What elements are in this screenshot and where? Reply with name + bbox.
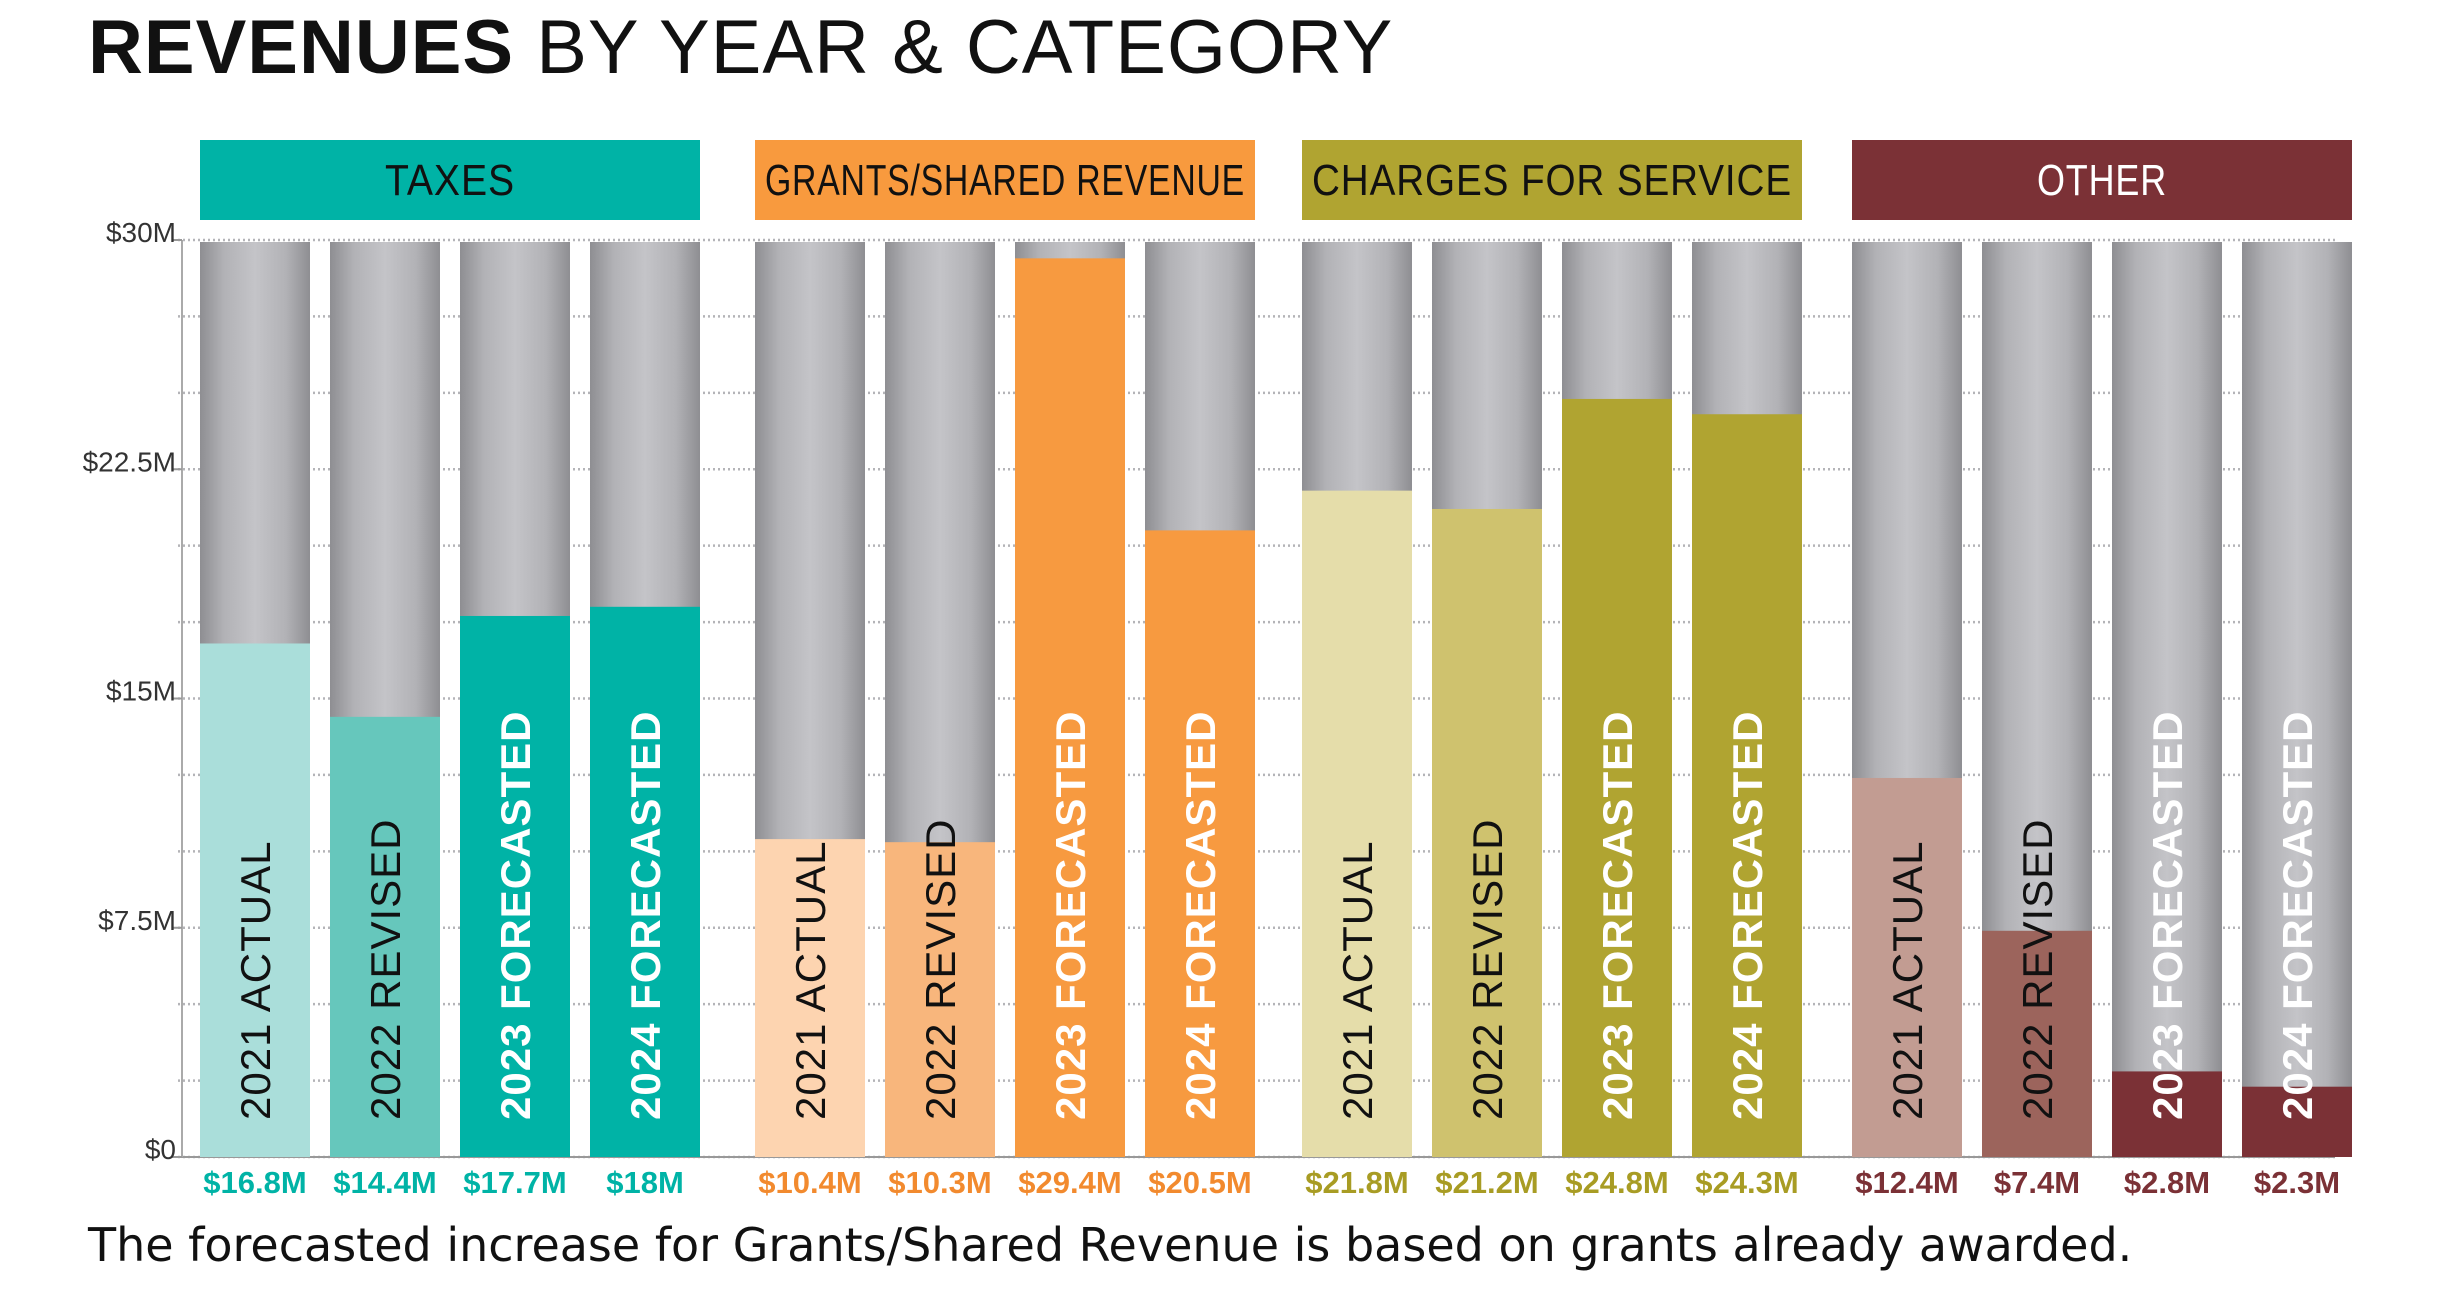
- bar-label: 2021 ACTUAL: [1334, 841, 1381, 1121]
- category-header: [1852, 140, 2352, 220]
- category-header: [200, 140, 700, 220]
- footnote: The forecasted increase for Grants/Share…: [88, 1218, 2133, 1272]
- bar-value-label: $2.3M: [2254, 1165, 2340, 1200]
- bar-label: 2022 REVISED: [2014, 819, 2061, 1121]
- bar: [2112, 1071, 2222, 1157]
- bar-value-label: $10.3M: [888, 1165, 991, 1200]
- bar-value-label: $21.2M: [1435, 1165, 1538, 1200]
- category-header-label: OTHER: [2037, 156, 2167, 205]
- y-tick-label: $15M: [106, 676, 176, 707]
- bar: [1562, 398, 1672, 1157]
- bar: [1145, 530, 1255, 1157]
- bar-label: 2024 FORECASTED: [1177, 711, 1224, 1120]
- category-headers: TAXES GRANTS/SHARED REVENUE CHARGES FOR SE…: [200, 140, 2352, 220]
- bar-track: [2242, 242, 2352, 1157]
- category-header-label: CHARGES FOR SERVICE: [1312, 156, 1792, 205]
- bars: 2021 ACTUAL 2022 REVISED 2023 FORECASTED 20…: [200, 242, 2352, 1158]
- bar: [755, 839, 865, 1157]
- bar-value-label: $18M: [606, 1165, 684, 1200]
- category-header: [755, 140, 1255, 220]
- bar-label: 2021 ACTUAL: [232, 841, 279, 1121]
- bar-value-label: $7.4M: [1994, 1165, 2080, 1200]
- bar-label: 2022 REVISED: [917, 819, 964, 1121]
- bar-value-label: $2.8M: [2124, 1165, 2210, 1200]
- y-tick-label: $22.5M: [83, 446, 176, 477]
- bar-value-label: $14.4M: [333, 1165, 436, 1200]
- bar-label: 2024 FORECASTED: [2274, 711, 2321, 1120]
- bar-value-label: $24.3M: [1695, 1165, 1798, 1200]
- bar: [1852, 777, 1962, 1157]
- value-labels: $16.8M $14.4M $17.7M $18M $10.4M $10.3M $29.4M…: [203, 1165, 2340, 1200]
- bar-label: 2022 REVISED: [1464, 819, 1511, 1121]
- bar: [2242, 1086, 2352, 1157]
- bar: [1432, 508, 1542, 1157]
- bar-label: 2021 ACTUAL: [1884, 841, 1931, 1121]
- bar: [200, 643, 310, 1157]
- bar-label: 2021 ACTUAL: [787, 841, 834, 1121]
- bar-label: 2024 FORECASTED: [1724, 711, 1771, 1120]
- bar-value-label: $24.8M: [1565, 1165, 1668, 1200]
- bar: [885, 842, 995, 1157]
- category-header: [1302, 140, 1802, 220]
- chart-title-bold: REVENUES: [88, 5, 515, 90]
- bar-value-label: $16.8M: [203, 1165, 306, 1200]
- y-tick-label: $7.5M: [98, 905, 176, 936]
- chart-title-rest: BY YEAR & CATEGORY: [514, 5, 1394, 90]
- bar-label: 2023 FORECASTED: [2144, 711, 2191, 1120]
- category-header-label: GRANTS/SHARED REVENUE: [765, 156, 1245, 205]
- bar-value-label: $21.8M: [1305, 1165, 1408, 1200]
- y-axis: $0 $7.5M $15M $22.5M $30M: [83, 217, 183, 1165]
- bar: [590, 606, 700, 1157]
- chart-title: REVENUES BY YEAR & CATEGORY: [88, 4, 1393, 91]
- bar: [460, 615, 570, 1157]
- bar-track: [2112, 242, 2222, 1157]
- bar-label: 2023 FORECASTED: [1594, 711, 1641, 1120]
- bar: [1692, 414, 1802, 1158]
- bar-value-label: $10.4M: [758, 1165, 861, 1200]
- bar-label: 2023 FORECASTED: [1047, 711, 1094, 1120]
- bar: [1982, 930, 2092, 1157]
- bar-label: 2022 REVISED: [362, 819, 409, 1121]
- bar: [330, 716, 440, 1157]
- bar-label: 2023 FORECASTED: [492, 711, 539, 1120]
- bar-value-label: $29.4M: [1018, 1165, 1121, 1200]
- y-tick-label: $0: [145, 1134, 176, 1165]
- bar-value-label: $20.5M: [1148, 1165, 1251, 1200]
- bar: [1302, 490, 1412, 1157]
- bar-value-label: $12.4M: [1855, 1165, 1958, 1200]
- bar-label: 2024 FORECASTED: [622, 711, 669, 1120]
- y-tick-label: $30M: [106, 217, 176, 248]
- bar: [1015, 258, 1125, 1158]
- bar-value-label: $17.7M: [463, 1165, 566, 1200]
- category-header-label: TAXES: [385, 156, 515, 205]
